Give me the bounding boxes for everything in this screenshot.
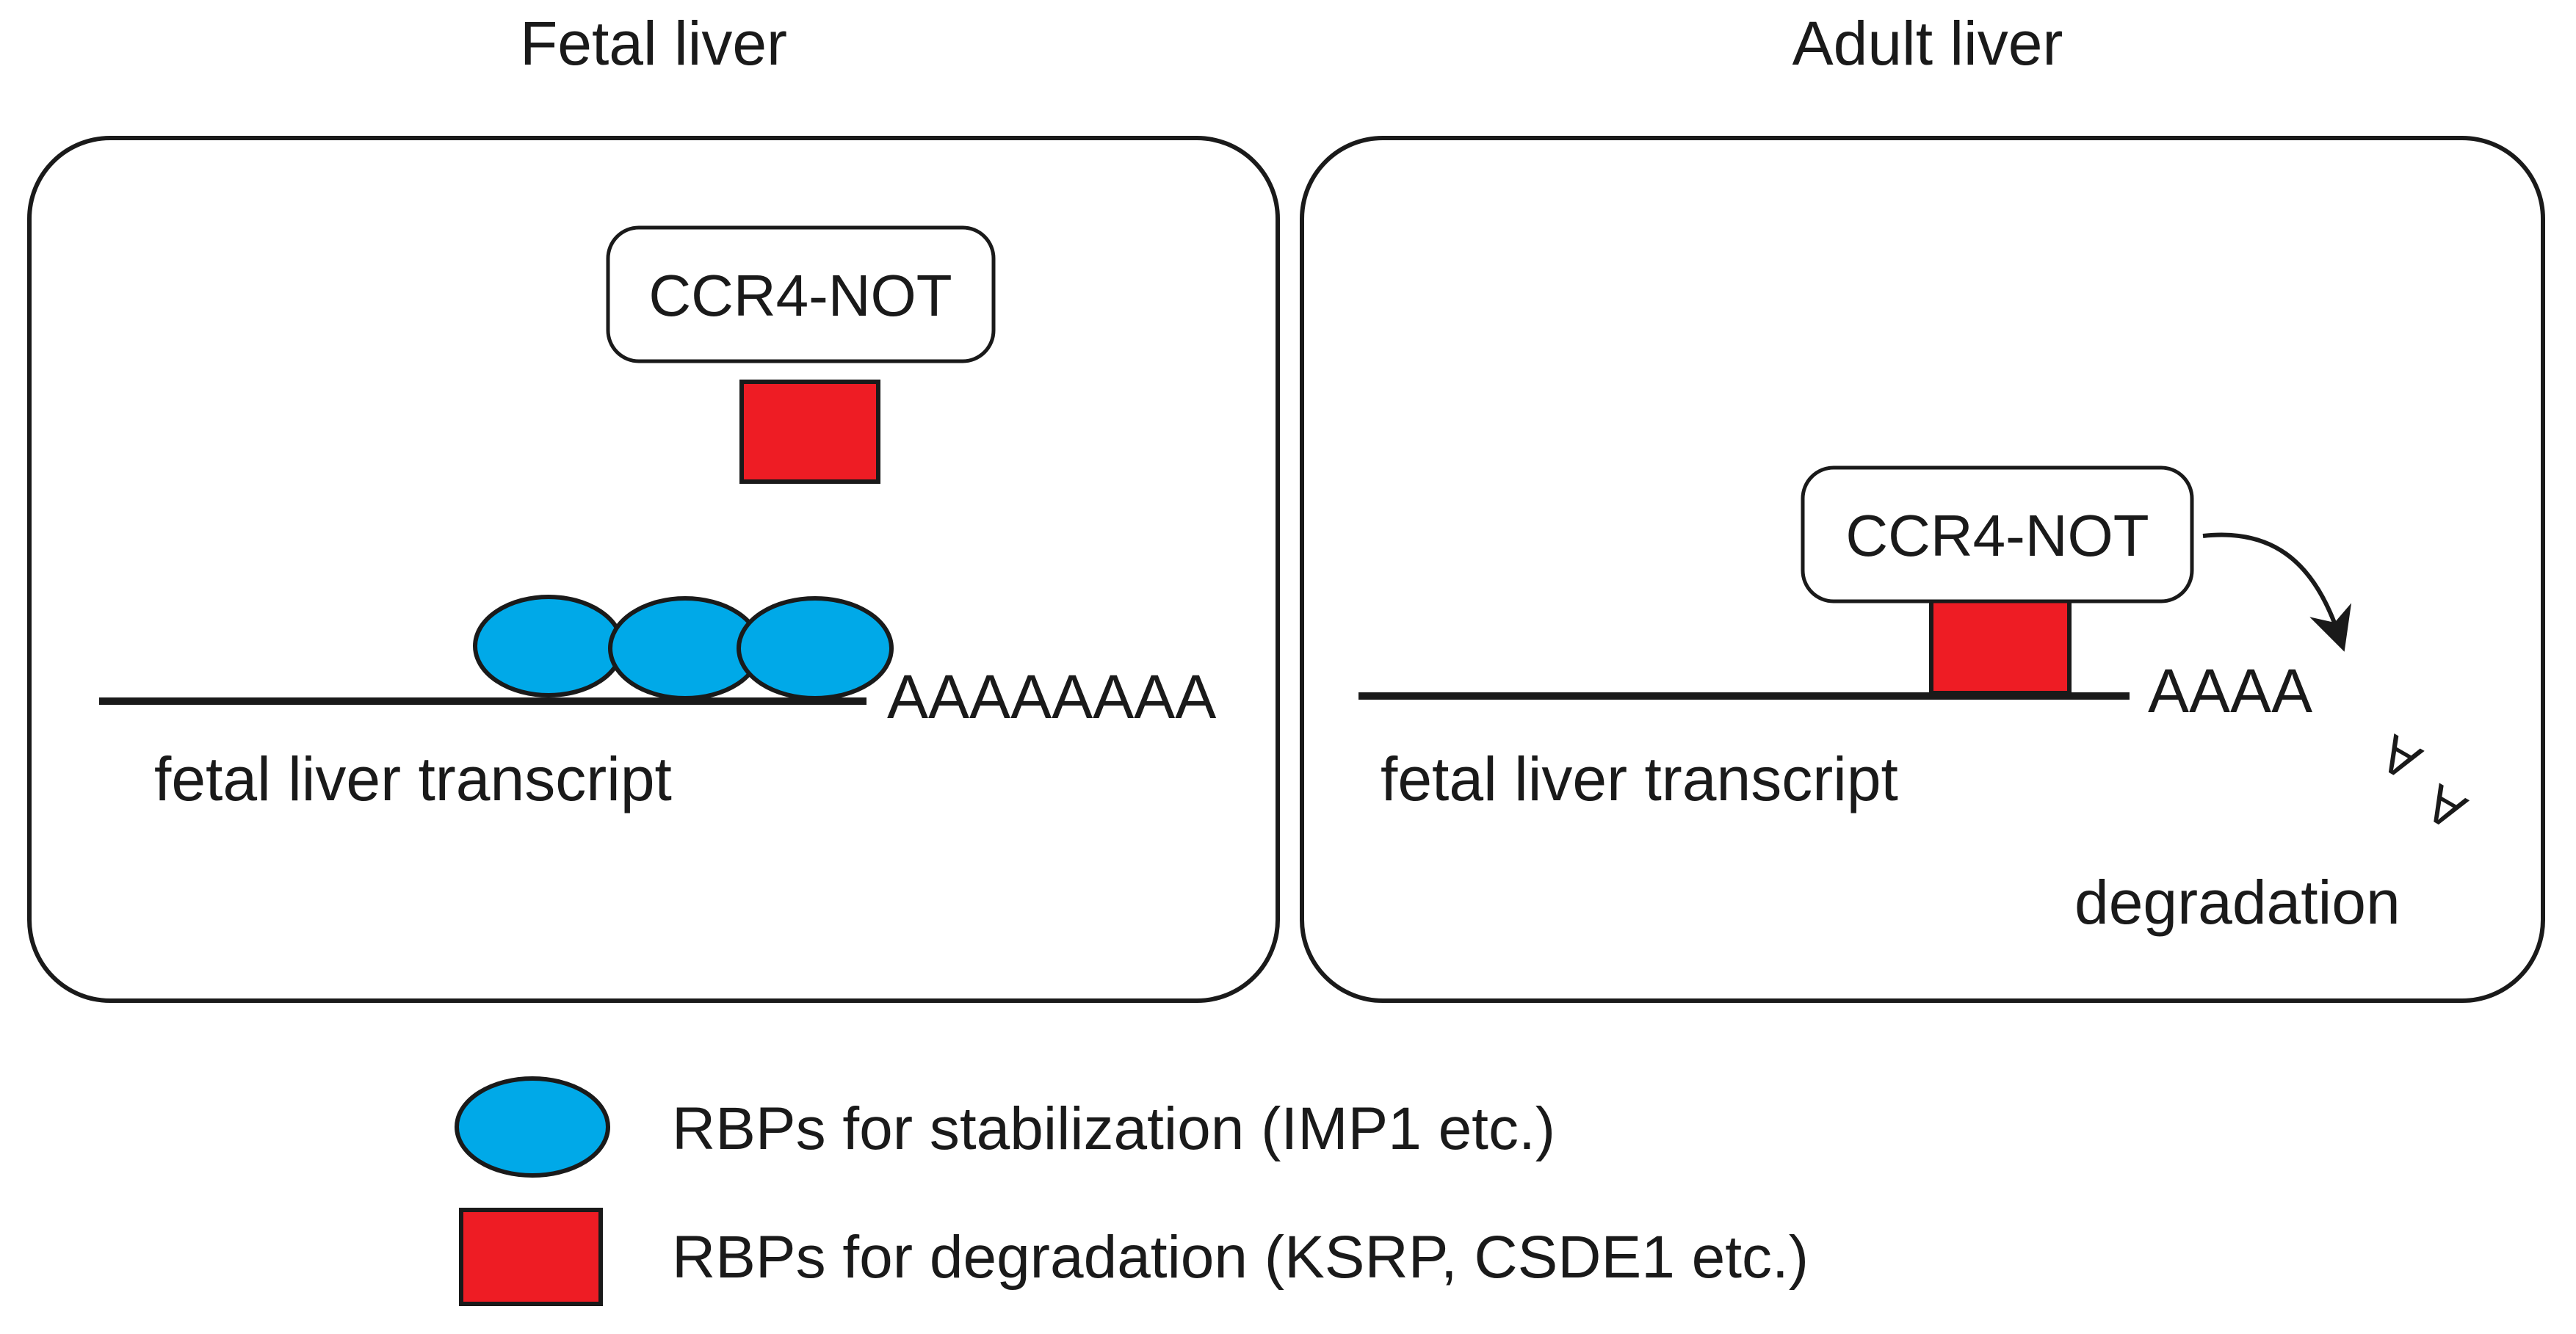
fetal-ccr4-not-label: CCR4-NOT xyxy=(648,263,952,328)
adult-liver-title: Adult liver xyxy=(1792,9,2063,78)
legend-degradation-swatch xyxy=(459,1208,603,1306)
adult-ccr4-not-label: CCR4-NOT xyxy=(1845,503,2149,568)
legend: RBPs for stabilization (IMP1 etc.) RBPs … xyxy=(455,1076,1809,1306)
fetal-liver-title: Fetal liver xyxy=(520,9,787,78)
fetal-ccr4-not-box xyxy=(606,225,996,363)
fetal-degradation-rbp xyxy=(739,380,880,484)
degradation-label: degradation xyxy=(2074,868,2400,937)
fetal-polya-tail: AAAAAAAA xyxy=(887,662,1216,731)
adult-liver-panel: Adult liver CCR4-NOT AAAA A A fetal live… xyxy=(1300,9,2545,1003)
adult-transcript-label: fetal liver transcript xyxy=(1381,744,1898,813)
legend-degradation-label: RBPs for degradation (KSRP, CSDE1 etc.) xyxy=(672,1224,1809,1291)
fetal-transcript-label: fetal liver transcript xyxy=(154,744,672,813)
fetal-liver-panel: Fetal liver CCR4-NOT AAAAAAAA fetal live… xyxy=(27,9,1280,1003)
adult-degradation-rbp xyxy=(1929,591,2072,695)
fetal-stabilization-rbp-1 xyxy=(473,595,624,697)
deadenylation-arrow xyxy=(2202,532,2352,652)
legend-stabilization-label: RBPs for stabilization (IMP1 etc.) xyxy=(672,1095,1555,1162)
adult-polya-tail: AAAA xyxy=(2148,656,2312,725)
adult-liver-panel-border xyxy=(1300,136,2545,1003)
fetal-stabilization-rbp-3 xyxy=(737,596,894,700)
fetal-liver-panel-border xyxy=(27,136,1280,1003)
legend-stabilization-swatch xyxy=(455,1076,610,1178)
adult-ccr4-not-box xyxy=(1801,465,2194,603)
released-a-fragment-1: A xyxy=(2370,723,2431,791)
released-a-fragment-2: A xyxy=(2416,772,2476,841)
